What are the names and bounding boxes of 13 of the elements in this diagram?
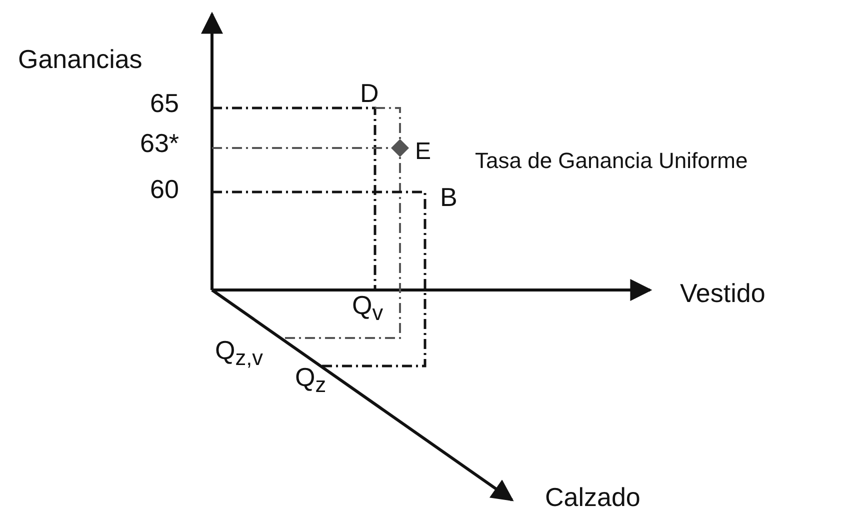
- tick-label: 60: [150, 176, 179, 202]
- axis-label: Calzado: [545, 484, 640, 510]
- quantity-label: Q$_{z}$: [295, 364, 326, 396]
- point-label: B: [440, 184, 458, 210]
- tick-label: 63*: [140, 130, 180, 156]
- quantity-label: Q$_{v}$: [352, 292, 384, 324]
- tick-label: 65: [150, 90, 179, 116]
- point-label: D: [360, 80, 379, 106]
- quantity-label: Q$_{z,v}$: [215, 337, 263, 369]
- point-label: E: [415, 140, 432, 164]
- axis-label: Ganancias: [18, 46, 142, 72]
- axis-label: Vestido: [680, 280, 766, 306]
- annotation-text: Tasa de Ganancia Uniforme: [475, 150, 748, 172]
